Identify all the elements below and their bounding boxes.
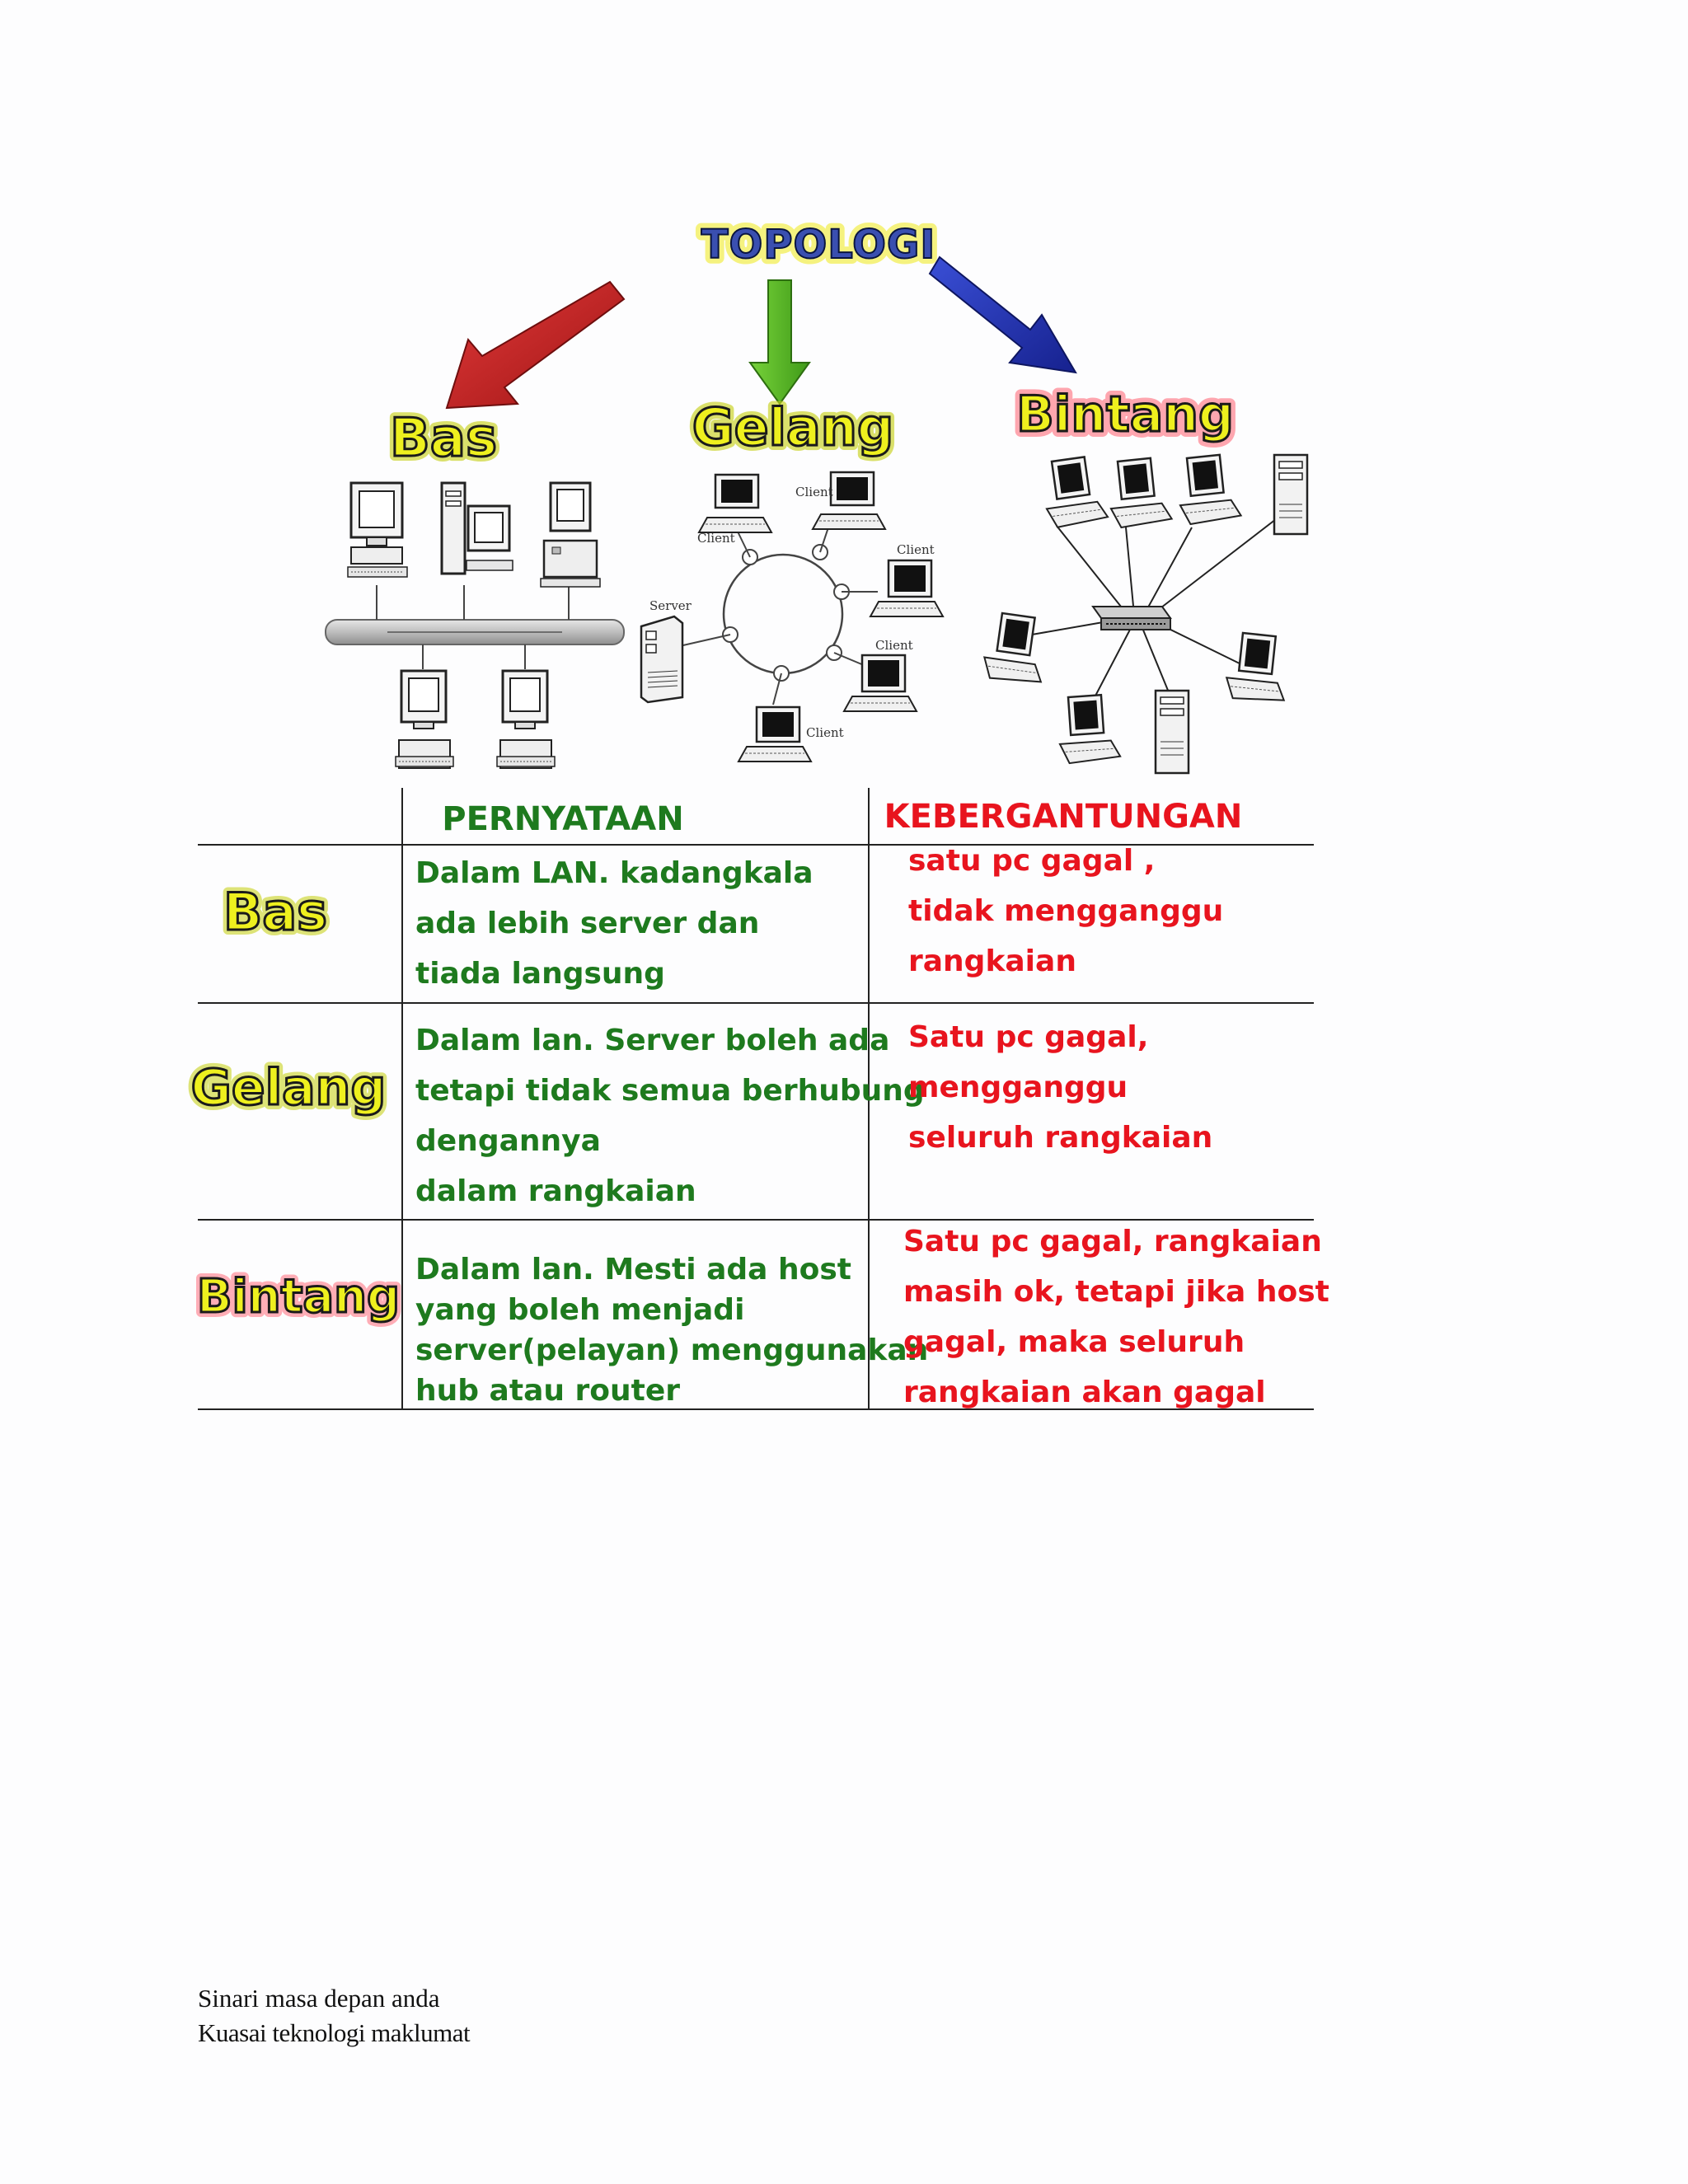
arrow-to-bas-icon bbox=[445, 280, 626, 410]
statement-line: hub atau router bbox=[415, 1374, 680, 1408]
branch-label-bas: Bas Bas bbox=[385, 403, 502, 474]
statement-line: tetapi tidak semua berhubung bbox=[415, 1074, 925, 1108]
footer-line-2: Kuasai teknologi maklumat bbox=[198, 2018, 471, 2047]
row-label-bas: Bas Bas bbox=[218, 877, 332, 947]
svg-text:Bintang: Bintang bbox=[1016, 386, 1234, 443]
row-label-text: Bintang bbox=[197, 1270, 400, 1324]
bus-topology-diagram bbox=[325, 481, 625, 769]
computer-icon bbox=[496, 669, 556, 769]
computer-icon bbox=[811, 471, 887, 530]
computer-icon bbox=[440, 481, 513, 575]
dependency-line: mengganggu bbox=[908, 1071, 1128, 1104]
branch-label-gelang: Gelang Gelang bbox=[687, 392, 899, 462]
ring-server-label: Server bbox=[649, 598, 692, 613]
statement-line: Dalam lan. Server boleh ada bbox=[415, 1024, 889, 1057]
dependency-line: seluruh rangkaian bbox=[908, 1121, 1212, 1155]
computer-icon bbox=[697, 473, 773, 533]
server-icon bbox=[640, 615, 684, 704]
hub-icon bbox=[1091, 606, 1172, 630]
statement-line: server(pelayan) menggunakan bbox=[415, 1333, 928, 1367]
server-icon bbox=[1273, 453, 1309, 536]
arrow-to-gelang-icon bbox=[748, 279, 811, 405]
row-label-text: Bas bbox=[223, 882, 327, 942]
computer-icon bbox=[842, 654, 918, 712]
title-glow: TOPOLOGI bbox=[701, 222, 935, 268]
computer-icon bbox=[540, 481, 601, 588]
header-statement: PERNYATAAN bbox=[442, 800, 683, 838]
computer-icon bbox=[1058, 693, 1122, 765]
svg-text:Gelang: Gelang bbox=[191, 1059, 387, 1117]
ring-client-label: Client bbox=[795, 485, 833, 499]
branch-label-bintang: Bintang Bintang bbox=[1010, 380, 1240, 449]
arrow-to-bintang-icon bbox=[928, 255, 1077, 374]
computer-icon bbox=[869, 559, 945, 617]
footer-line-1: Sinari masa depan anda bbox=[198, 1984, 440, 2013]
ring-client-label: Client bbox=[806, 725, 844, 740]
row-label-bintang: Bintang Bintang bbox=[192, 1265, 405, 1329]
computer-icon bbox=[395, 669, 454, 769]
computer-icon bbox=[1225, 631, 1286, 701]
computer-icon bbox=[1179, 453, 1243, 526]
comparison-table: PERNYATAAN KEBERGANTUNGAN Bas Bas Gelang… bbox=[186, 788, 1329, 1410]
computer-icon bbox=[1045, 456, 1109, 528]
computer-icon bbox=[347, 481, 408, 578]
row-label-gelang: Gelang Gelang bbox=[186, 1054, 392, 1122]
topology-figure: TOPOLOGI TOPOLOGI Bas Bas Gelang Gelang … bbox=[186, 216, 1329, 1410]
dependency-line: gagal, maka seluruh bbox=[903, 1325, 1245, 1359]
diagram-title: TOPOLOGI TOPOLOGI bbox=[696, 216, 940, 274]
svg-text:Bas: Bas bbox=[223, 882, 327, 942]
dependency-line: satu pc gagal , bbox=[908, 844, 1155, 878]
computer-icon bbox=[1109, 457, 1174, 529]
svg-text:Gelang: Gelang bbox=[692, 397, 894, 457]
footer: Sinari masa depan anda Kuasai teknologi … bbox=[198, 1981, 471, 2050]
statement-line: tiada langsung bbox=[415, 957, 665, 991]
bintang-label-text: Bintang bbox=[1016, 386, 1234, 443]
dependency-line: rangkaian bbox=[908, 944, 1076, 978]
statement-line: Dalam LAN. kadangkala bbox=[415, 856, 814, 890]
row-label-text: Gelang bbox=[191, 1059, 387, 1117]
statement-line: ada lebih server dan bbox=[415, 907, 759, 940]
title-text: TOPOLOGI bbox=[701, 222, 935, 268]
computer-icon bbox=[982, 612, 1043, 683]
gelang-label-text: Gelang bbox=[692, 397, 894, 457]
ring-client-label: Client bbox=[875, 638, 913, 653]
dependency-line: Satu pc gagal, bbox=[908, 1020, 1148, 1054]
ring-cable bbox=[722, 553, 844, 675]
dependency-line: tidak mengganggu bbox=[908, 894, 1223, 928]
ring-client-label: Client bbox=[897, 542, 935, 557]
statement-line: yang boleh menjadi bbox=[415, 1293, 744, 1327]
svg-text:Bas: Bas bbox=[390, 408, 497, 469]
dependency-line: rangkaian akan gagal bbox=[903, 1376, 1266, 1409]
server-icon bbox=[1154, 689, 1190, 775]
svg-text:Bintang: Bintang bbox=[197, 1270, 400, 1324]
star-topology-diagram bbox=[982, 453, 1309, 775]
dependency-line: masih ok, tetapi jika host bbox=[903, 1275, 1329, 1309]
statement-line: dalam rangkaian bbox=[415, 1174, 696, 1208]
statement-line: Dalam lan. Mesti ada host bbox=[415, 1253, 851, 1286]
bas-label-text: Bas bbox=[390, 408, 497, 469]
header-dependency: KEBERGANTUNGAN bbox=[884, 798, 1243, 836]
ring-topology-diagram: Client Client Client Client Client Serve… bbox=[640, 471, 945, 762]
statement-line: dengannya bbox=[415, 1124, 601, 1158]
dependency-line: Satu pc gagal, rangkaian bbox=[903, 1225, 1322, 1258]
computer-icon bbox=[737, 705, 813, 762]
ring-client-label: Client bbox=[697, 531, 735, 546]
